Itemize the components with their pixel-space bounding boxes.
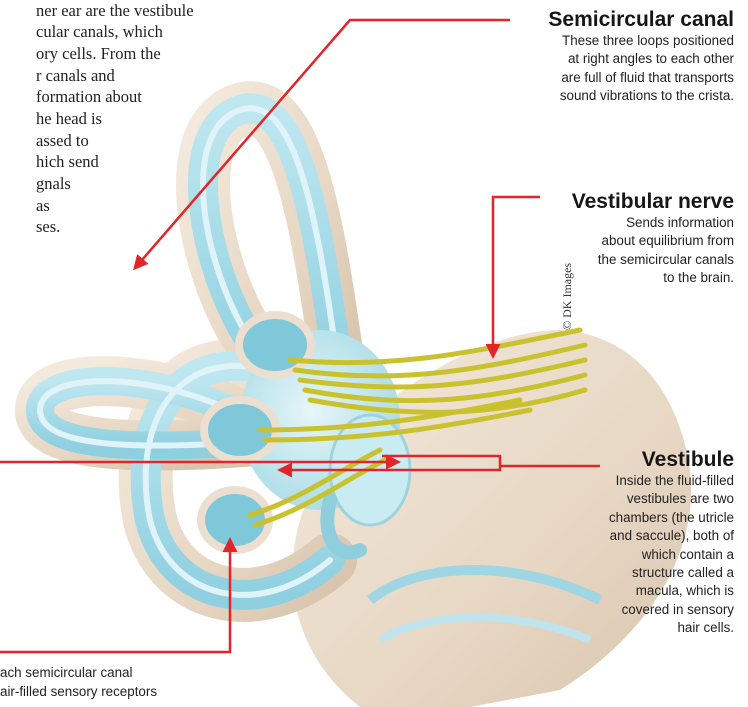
ampulla-caption-line: air-filled sensory receptors: [0, 683, 157, 701]
semicircular-canal-title: Semicircular canal: [548, 8, 734, 32]
vestibular-nerve-label: Vestibular nerve Sends information about…: [572, 190, 734, 288]
description-line: vestibules are two: [609, 490, 734, 508]
ampulla-caption-line: ach semicircular canal: [0, 664, 132, 682]
intro-line: r canals and: [36, 65, 115, 87]
semicircular-canal-description: These three loops positioned at right an…: [548, 32, 734, 106]
vestibule-label: Vestibule Inside the fluid-filled vestib…: [609, 448, 734, 638]
description-line: chambers (the utricle: [609, 509, 734, 527]
intro-line: formation about: [36, 86, 142, 108]
description-line: sound vibrations to the crista.: [548, 87, 734, 105]
intro-line: ses.: [36, 216, 60, 238]
description-line: to the brain.: [572, 269, 734, 287]
intro-line: hich send: [36, 151, 99, 173]
description-line: which contain a: [609, 546, 734, 564]
leader-vestibular-nerve: [493, 197, 540, 356]
description-line: and saccule), both of: [609, 527, 734, 545]
intro-line: ory cells. From the: [36, 43, 161, 65]
semicircular-canal-label: Semicircular canal These three loops pos…: [548, 8, 734, 106]
intro-line: he head is: [36, 108, 102, 130]
intro-line: as: [36, 195, 50, 217]
description-line: at right angles to each other: [548, 50, 734, 68]
description-line: Sends information: [572, 214, 734, 232]
description-line: macula, which is: [609, 582, 734, 600]
vestibular-nerve-title: Vestibular nerve: [572, 190, 734, 214]
description-line: covered in sensory: [609, 601, 734, 619]
description-line: are full of fluid that transports: [548, 69, 734, 87]
intro-line: assed to: [36, 130, 89, 152]
description-line: about equilibrium from: [572, 232, 734, 250]
image-credit: © DK Images: [560, 240, 575, 330]
intro-line: gnals: [36, 173, 71, 195]
intro-line: ner ear are the vestibule: [36, 0, 194, 22]
description-line: Inside the fluid-filled: [609, 472, 734, 490]
description-line: the semicircular canals: [572, 251, 734, 269]
description-line: structure called a: [609, 564, 734, 582]
description-line: These three loops positioned: [548, 32, 734, 50]
intro-line: cular canals, which: [36, 21, 163, 43]
vestibule-title: Vestibule: [609, 448, 734, 472]
vestibule-description: Inside the fluid-filled vestibules are t…: [609, 472, 734, 638]
description-line: hair cells.: [609, 619, 734, 637]
vestibular-nerve-description: Sends information about equilibrium from…: [572, 214, 734, 288]
